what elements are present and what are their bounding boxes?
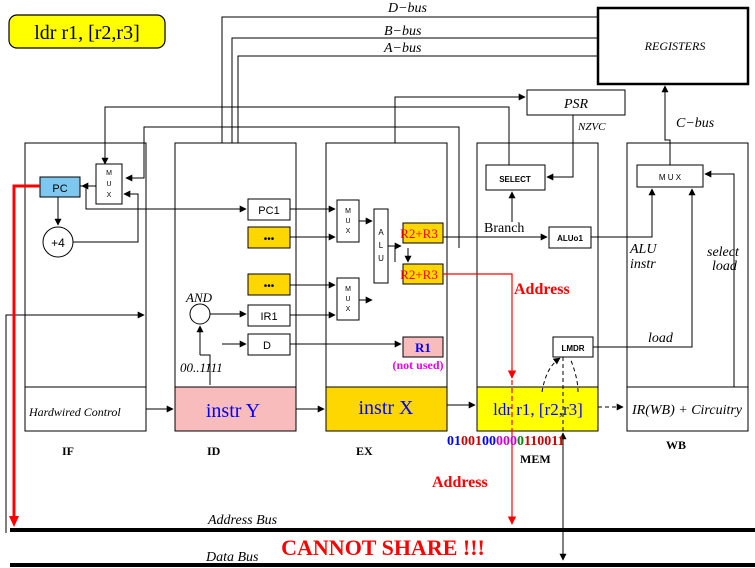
registers-label: REGISTERS — [644, 39, 706, 53]
stage-wb-box — [626, 142, 749, 432]
psr-box — [526, 89, 626, 116]
a-bus-label: A−bus — [383, 41, 422, 56]
pc-address-path — [12, 184, 40, 518]
svg-text:•••: ••• — [264, 234, 275, 245]
aluo1-label: ALUo1 — [557, 234, 583, 243]
ir1-label: IR1 — [260, 311, 277, 323]
pc-label: PC — [52, 183, 67, 195]
svg-text:U: U — [345, 296, 350, 303]
ex-mux-bottom — [336, 277, 360, 321]
address-label-top: Address — [514, 281, 570, 298]
c-bus-label: C−bus — [676, 116, 715, 131]
svg-text:U: U — [378, 254, 384, 263]
cannot-share-label: CANNOT SHARE !!! — [281, 535, 485, 560]
mem-instr-box — [476, 386, 599, 432]
stage-mem-box — [476, 142, 599, 432]
wb-mux-label: M U X — [659, 173, 682, 182]
instruction-bits: 01001000000110011 — [447, 434, 564, 449]
stage-label-id: ID — [207, 444, 221, 458]
address-path — [443, 273, 517, 379]
instr-y-label: instr Y — [206, 400, 260, 422]
psr-label: PSR — [563, 97, 589, 112]
instr-y-box — [174, 386, 297, 432]
instr-x-box — [325, 386, 448, 432]
r1-label: R1 — [415, 340, 431, 355]
svg-text:M: M — [345, 286, 351, 293]
d-bus-label: D−bus — [387, 1, 428, 16]
pc1-label: PC1 — [258, 205, 279, 217]
wb-instr-label: IR(WB) + Circuitry — [631, 403, 743, 418]
and-gate — [189, 303, 211, 325]
r2r3-top-label: R2+R3 — [400, 226, 438, 241]
data-bus-label: Data Bus — [205, 550, 259, 565]
svg-text:M: M — [345, 208, 351, 215]
address-label-bottom: Address — [432, 474, 488, 491]
svg-text:A: A — [378, 228, 384, 237]
stage-label-mem: MEM — [520, 452, 551, 466]
r2r3-register-top — [402, 222, 444, 244]
select-load-label-1: select — [707, 245, 740, 260]
title-badge — [8, 14, 166, 49]
d-label: D — [263, 340, 271, 352]
hardwired-control-label: Hardwired Control — [28, 405, 121, 419]
svg-text:U: U — [106, 181, 111, 188]
data-bus — [10, 563, 755, 567]
stage-label-wb: WB — [666, 438, 686, 452]
nzvc-label: NZVC — [577, 121, 606, 133]
svg-text:X: X — [346, 306, 351, 313]
svg-text:M: M — [106, 170, 112, 177]
svg-text:•••: ••• — [264, 281, 275, 292]
title: ldr r1, [r2,r3] — [34, 22, 140, 44]
plus4-label: +4 — [51, 236, 65, 250]
not-used-label: (not used) — [392, 358, 443, 372]
r1-register — [402, 336, 444, 358]
svg-text:L: L — [379, 241, 384, 250]
branch-label: Branch — [484, 221, 524, 236]
stage-label-if: IF — [62, 444, 74, 458]
select-box — [485, 164, 546, 191]
address-bus — [10, 528, 755, 532]
if-mux — [95, 163, 123, 205]
mask-label: 00..1111 — [180, 360, 223, 375]
lmdr-label: LMDR — [561, 344, 584, 353]
stage-label-ex: EX — [356, 444, 373, 458]
address-bus-label: Address Bus — [207, 513, 278, 528]
svg-text:X: X — [346, 228, 351, 235]
r2r3-bottom-label: R2+R3 — [400, 267, 438, 282]
load-label: load — [648, 331, 674, 346]
svg-text:X: X — [107, 192, 112, 199]
registers-box — [596, 6, 750, 86]
instr-x-label: instr X — [359, 397, 415, 419]
select-label: SELECT — [499, 175, 531, 184]
b-bus-label: B−bus — [384, 24, 422, 39]
alu-instr-label-2: instr — [630, 257, 656, 272]
alu-instr-label-1: ALU — [629, 242, 657, 257]
and-label: AND — [185, 290, 213, 305]
select-load-label-2: load — [712, 259, 738, 274]
mem-instr-label: ldr r1, [r2,r3] — [493, 400, 583, 419]
svg-text:U: U — [345, 218, 350, 225]
